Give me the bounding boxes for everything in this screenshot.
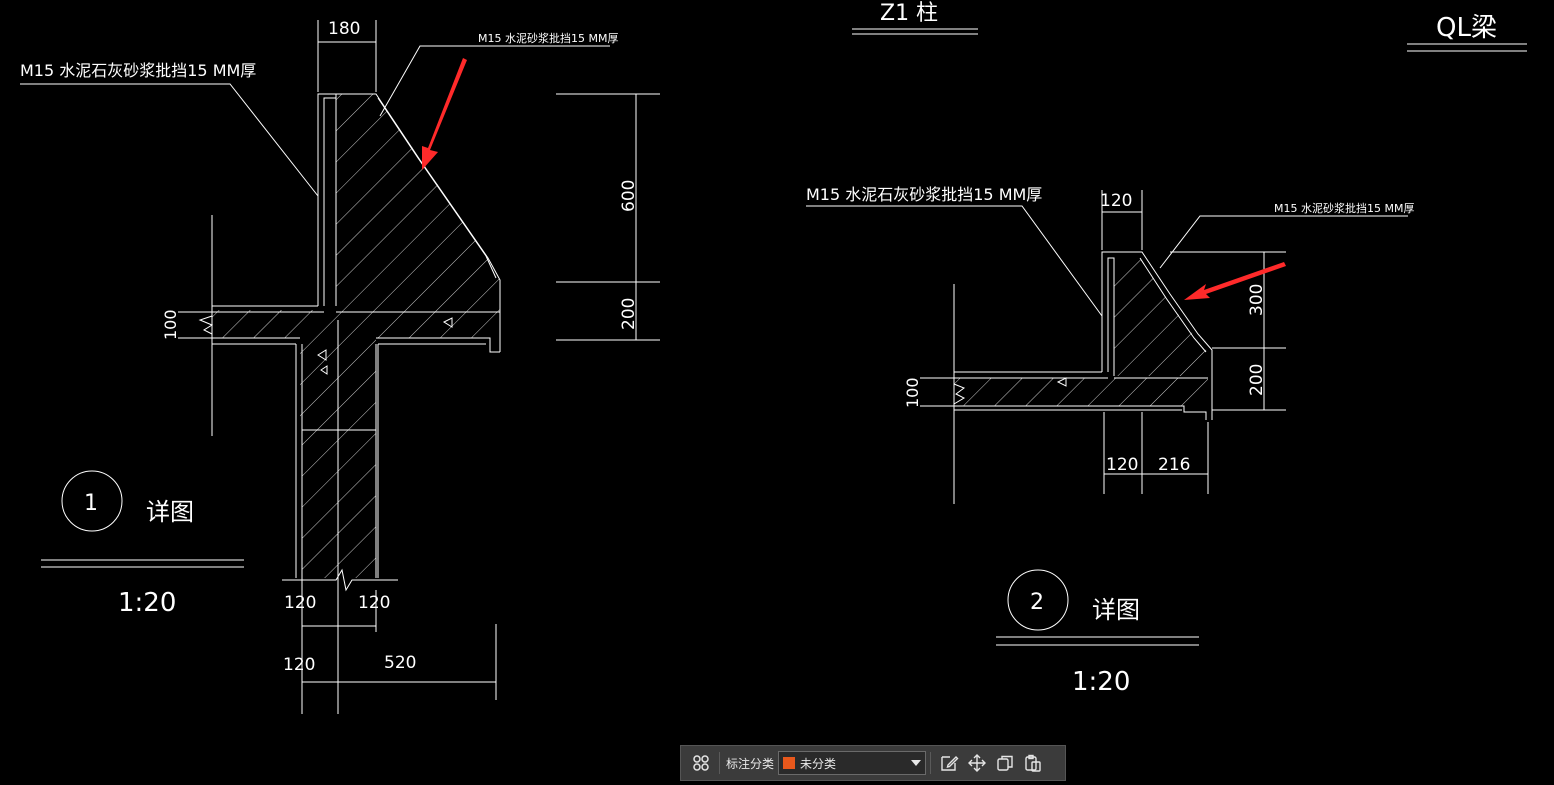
category-select-value: 未分类: [800, 756, 837, 771]
title-ql-beam: QL梁: [1407, 13, 1527, 52]
detail2-dim-100: 100: [903, 377, 922, 408]
detail-1-texts: M15 水泥石灰砂浆批挡15 MM厚 M15 水泥砂浆批挡15 MM厚 180 …: [20, 19, 639, 675]
detail1-dim-600: 600: [619, 180, 639, 212]
detail1-dim-200: 200: [619, 298, 639, 330]
detail2-note-right: M15 水泥砂浆批挡15 MM厚: [1274, 201, 1414, 215]
detail1-dim-120b: 120: [358, 593, 390, 613]
detail2-bubble-number: 2: [1030, 590, 1044, 615]
title-z1-column: Z1 柱: [852, 1, 978, 35]
move-icon[interactable]: [963, 749, 991, 777]
edit-icon[interactable]: [935, 749, 963, 777]
detail1-scale: 1:20: [118, 588, 176, 618]
detail1-dim-100: 100: [161, 309, 180, 340]
title-ql-text: QL梁: [1436, 13, 1497, 43]
detail1-red-arrow: [422, 58, 467, 170]
chevron-down-icon: [911, 760, 922, 766]
detail1-note-right: M15 水泥砂浆批挡15 MM厚: [478, 31, 618, 45]
detail2-scale: 1:20: [1072, 667, 1130, 697]
paste-icon[interactable]: [1019, 749, 1047, 777]
detail2-dim-top: 120: [1100, 191, 1132, 211]
detail2-dim-300: 300: [1247, 284, 1267, 316]
detail2-red-arrow: [1184, 262, 1286, 300]
detail1-note-left: M15 水泥石灰砂浆批挡15 MM厚: [20, 61, 256, 80]
title-z1-text: Z1 柱: [880, 1, 938, 26]
detail1-dim-120c: 120: [283, 655, 315, 675]
copy-icon[interactable]: [991, 749, 1019, 777]
detail-2-texts: M15 水泥石灰砂浆批挡15 MM厚 M15 水泥砂浆批挡15 MM厚 120 …: [806, 185, 1414, 697]
detail1-bubble-number: 1: [84, 491, 98, 516]
toolbar-divider: [719, 752, 720, 774]
detail1-dim-520: 520: [384, 653, 416, 673]
detail2-dim-120: 120: [1106, 455, 1138, 475]
detail1-dim-top: 180: [328, 19, 360, 39]
detail1-dim-120a: 120: [284, 593, 316, 613]
detail2-label: 详图: [1092, 596, 1140, 624]
annotation-category-label: 标注分类: [726, 756, 775, 771]
detail1-label: 详图: [146, 498, 194, 526]
detail2-note-left: M15 水泥石灰砂浆批挡15 MM厚: [806, 185, 1042, 204]
detail2-dim-200: 200: [1247, 364, 1267, 396]
category-color-swatch: [783, 757, 796, 769]
detail-1: [20, 20, 660, 714]
grid-icon[interactable]: [687, 749, 715, 777]
detail-2: [806, 190, 1408, 646]
annotation-category-select[interactable]: 未分类: [778, 751, 927, 775]
detail2-dim-216: 216: [1158, 455, 1190, 475]
annotation-toolbar: 标注分类 未分类: [680, 745, 1066, 781]
toolbar-divider: [930, 752, 932, 774]
